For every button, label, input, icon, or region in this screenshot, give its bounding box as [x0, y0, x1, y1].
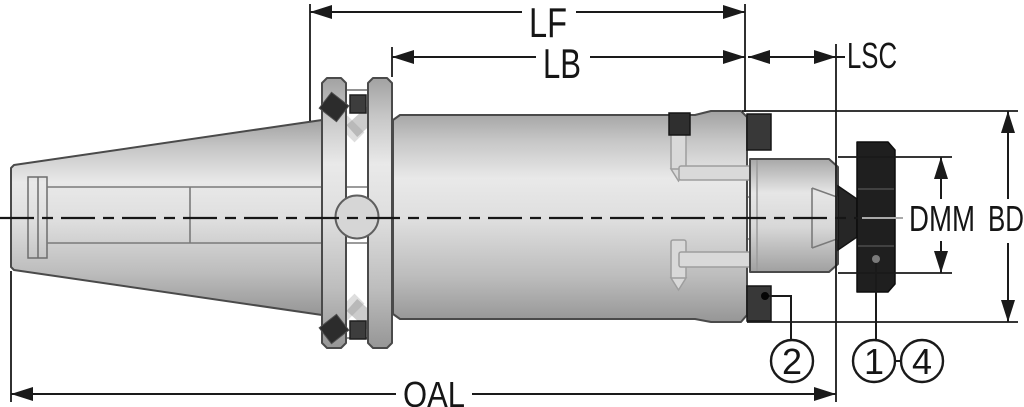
pilot-arbor: [749, 158, 839, 273]
dim-label-dmm: DMM: [909, 198, 975, 239]
arrowhead-oal-left: [11, 387, 33, 401]
callout-1-number: 1: [864, 341, 884, 382]
arrowhead-oal-right: [814, 387, 836, 401]
flange-disc-right: [367, 77, 393, 349]
dim-lsc: LSC: [748, 35, 897, 76]
dim-label-lb: LB: [543, 40, 581, 87]
arrowhead-lb-left: [392, 50, 414, 64]
drive-key-angled-bottom: [318, 313, 350, 345]
coolant-port-slot: [668, 112, 691, 136]
pilot-outline: [749, 158, 839, 273]
drive-slot-bottom: [349, 320, 367, 340]
callout-4-number: 4: [912, 341, 932, 382]
dim-oal: OAL: [11, 374, 836, 407]
end-drive-key-bottom: [746, 285, 772, 322]
dim-bd: BD: [988, 111, 1024, 322]
leader-dot-callout-1-4: [872, 255, 880, 263]
callout-leaders: [761, 255, 901, 362]
dim-dmm: DMM: [909, 157, 975, 273]
coolant-channel-bottom-point: [669, 277, 688, 292]
arrowhead-lsc-right: [814, 50, 836, 64]
v-flange: [321, 77, 393, 349]
callout-2: 2: [769, 338, 815, 384]
dim-lf: LF: [310, 0, 745, 46]
arrowhead-lf-left: [310, 5, 332, 19]
flange-disc-left: [321, 77, 347, 349]
leader-dot-callout-2: [761, 292, 769, 300]
arrowhead-bd-down: [1001, 300, 1015, 322]
dim-label-lsc: LSC: [847, 35, 897, 76]
coolant-channel-top-vertical: [670, 133, 687, 171]
dim-label-lf: LF: [529, 0, 567, 46]
body: [392, 110, 748, 323]
arrowhead-lsc-left: [748, 50, 770, 64]
arrowhead-lb-right: [723, 50, 745, 64]
callout-1: 1: [851, 338, 897, 384]
drive-key-angled-top: [318, 91, 350, 123]
dim-lb: LB: [392, 40, 745, 87]
clamp-screw: [837, 141, 903, 293]
dim-label-bd: BD: [988, 198, 1024, 239]
callout-2-number: 2: [782, 341, 802, 382]
callout-4: 4: [899, 338, 945, 384]
dim-label-oal: OAL: [403, 374, 465, 407]
arrowhead-dmm-up: [934, 157, 948, 179]
end-drive-key-top: [746, 113, 772, 151]
arrowhead-dmm-down: [934, 251, 948, 273]
arrowhead-lf-right: [723, 5, 745, 19]
leader-callout-2: [765, 295, 792, 340]
drive-slot-top: [349, 94, 367, 114]
arrowhead-bd-up: [1001, 111, 1015, 133]
